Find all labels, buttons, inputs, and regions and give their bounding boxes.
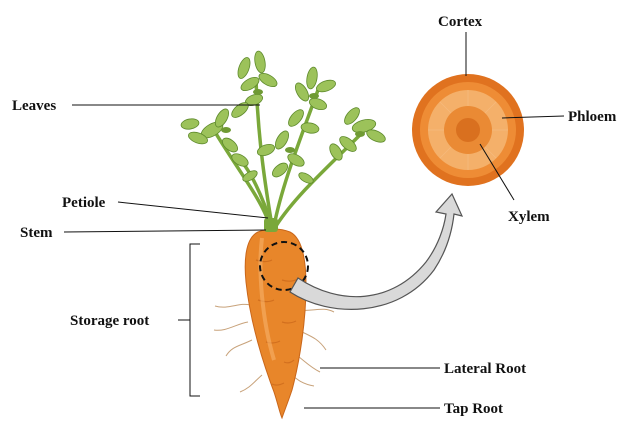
petiole-leader-line: [118, 202, 268, 218]
label-phloem: Phloem: [568, 109, 617, 125]
carrot-storage-root: [245, 218, 306, 418]
zoom-arrow: [290, 194, 462, 309]
label-tap-root: Tap Root: [444, 401, 503, 417]
stem-leader-line: [64, 230, 266, 232]
label-storage-root: Storage root: [70, 313, 149, 329]
storage-root-bracket: [190, 244, 200, 396]
label-lateral-root: Lateral Root: [444, 361, 526, 377]
label-xylem: Xylem: [508, 209, 550, 225]
carrot-cross-section: [412, 74, 524, 186]
label-petiole: Petiole: [62, 195, 106, 211]
label-leaves: Leaves: [12, 98, 56, 114]
carrot-stem: [264, 218, 278, 232]
carrot-leaves: [180, 50, 387, 226]
label-stem: Stem: [20, 225, 53, 241]
label-cortex: Cortex: [438, 14, 483, 30]
